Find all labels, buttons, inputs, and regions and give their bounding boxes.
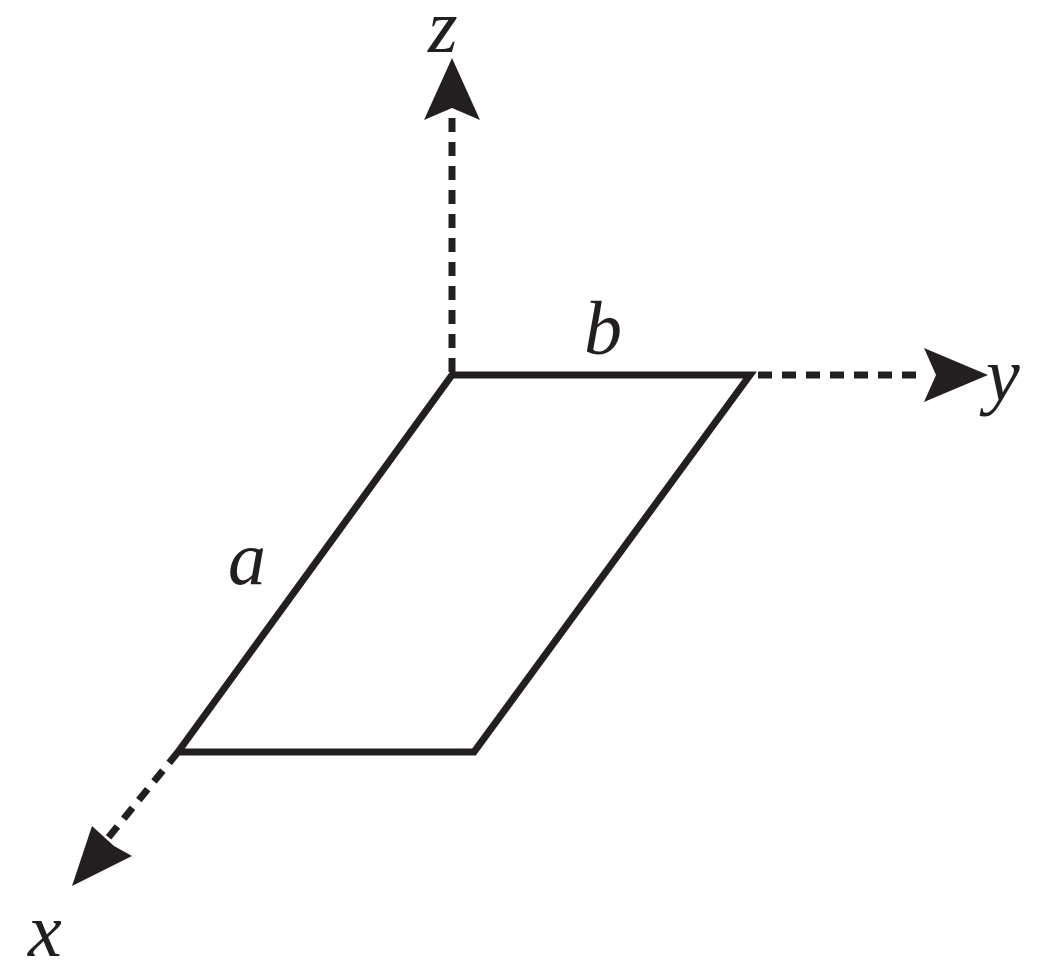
y-axis-label: y	[979, 333, 1020, 417]
rectangular-plate	[171, 371, 757, 756]
x-axis	[105, 749, 181, 841]
side-a-label: a	[228, 517, 266, 601]
y-axis-arrowhead	[924, 348, 988, 402]
x-axis-arrowhead	[72, 826, 132, 886]
z-axis-label: z	[427, 0, 458, 69]
z-axis-arrowhead	[424, 58, 480, 120]
x-axis-label: x	[27, 889, 62, 973]
side-b-label: b	[584, 287, 622, 371]
